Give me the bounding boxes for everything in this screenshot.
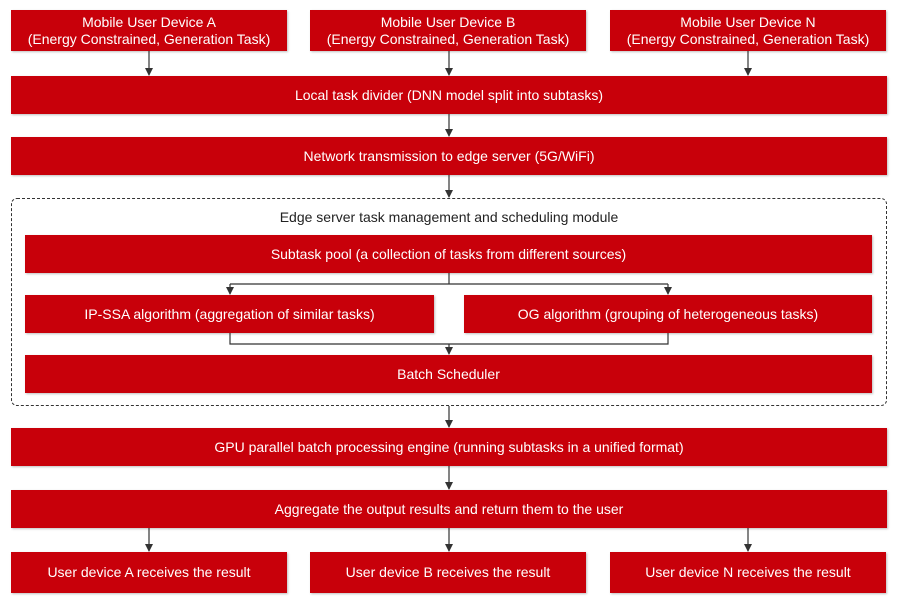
network-transmission-box: Network transmission to edge server (5G/… <box>11 137 887 175</box>
connector-algorithms-merge <box>229 333 669 345</box>
receiver-a-box: User device A receives the result <box>11 552 287 593</box>
subtask-pool-box: Subtask pool (a collection of tasks from… <box>25 235 872 273</box>
og-algorithm-box: OG algorithm (grouping of heterogeneous … <box>464 295 872 333</box>
device-b-note: (Energy Constrained, Generation Task) <box>326 30 570 47</box>
device-a-box: Mobile User Device A (Energy Constrained… <box>11 10 287 51</box>
edge-server-module-title: Edge server task management and scheduli… <box>279 209 619 225</box>
receiver-b-box: User device B receives the result <box>310 552 586 593</box>
connector-pool-split <box>230 273 668 285</box>
edge-server-module: Edge server task management and scheduli… <box>11 198 887 406</box>
device-a-note: (Energy Constrained, Generation Task) <box>27 30 271 47</box>
device-b-box: Mobile User Device B (Energy Constrained… <box>310 10 586 51</box>
local-task-divider-label: Local task divider (DNN model split into… <box>294 86 604 103</box>
gpu-engine-label: GPU parallel batch processing engine (ru… <box>214 438 684 455</box>
batch-scheduler-label: Batch Scheduler <box>397 365 500 382</box>
og-algorithm-label: OG algorithm (grouping of heterogeneous … <box>517 305 819 322</box>
device-a-name: Mobile User Device A <box>82 13 216 30</box>
device-n-note: (Energy Constrained, Generation Task) <box>626 30 870 47</box>
device-n-name: Mobile User Device N <box>680 13 816 30</box>
receiver-n-box: User device N receives the result <box>610 552 886 593</box>
receiver-n-label: User device N receives the result <box>645 564 851 580</box>
device-b-name: Mobile User Device B <box>380 13 516 30</box>
ip-ssa-algorithm-box: IP-SSA algorithm (aggregation of similar… <box>25 295 434 333</box>
batch-scheduler-box: Batch Scheduler <box>25 355 872 393</box>
receiver-a-label: User device A receives the result <box>47 564 251 580</box>
subtask-pool-label: Subtask pool (a collection of tasks from… <box>270 245 627 262</box>
gpu-engine-box: GPU parallel batch processing engine (ru… <box>11 428 887 466</box>
ip-ssa-algorithm-label: IP-SSA algorithm (aggregation of similar… <box>84 305 375 322</box>
aggregate-results-box: Aggregate the output results and return … <box>11 490 887 528</box>
device-n-box: Mobile User Device N (Energy Constrained… <box>610 10 886 51</box>
local-task-divider-box: Local task divider (DNN model split into… <box>11 76 887 114</box>
aggregate-results-label: Aggregate the output results and return … <box>274 500 624 517</box>
receiver-b-label: User device B receives the result <box>345 564 551 580</box>
network-transmission-label: Network transmission to edge server (5G/… <box>303 147 595 164</box>
